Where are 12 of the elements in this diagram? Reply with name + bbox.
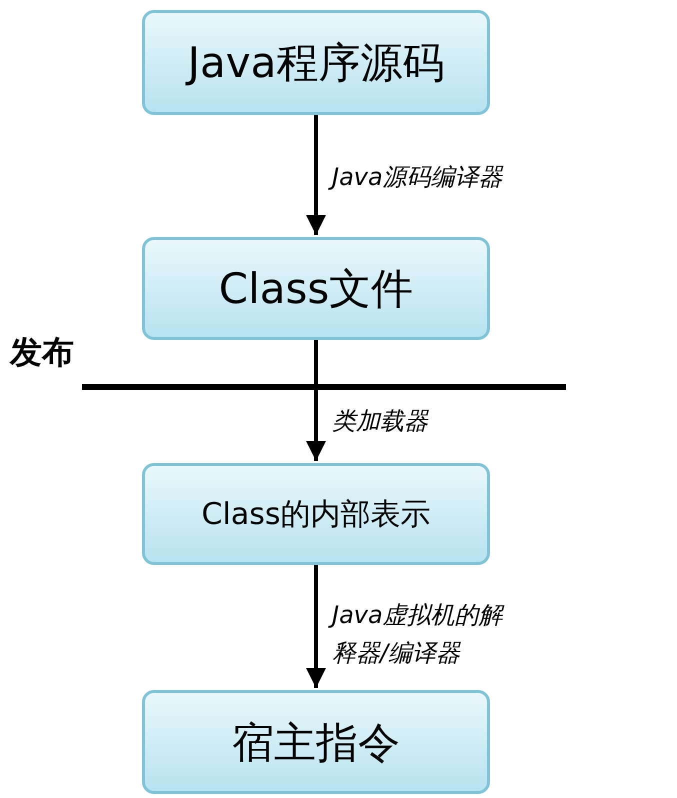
process-box <box>142 463 490 565</box>
arrow <box>306 340 326 461</box>
process-box <box>142 690 490 794</box>
box-label: Java程序源码 <box>188 37 444 89</box>
section-label: 发布 <box>10 332 74 373</box>
arrow <box>306 115 326 235</box>
box-label: Class的内部表示 <box>202 496 430 534</box>
process-box <box>142 10 490 115</box>
box-label: Class文件 <box>218 263 414 315</box>
arrow <box>306 565 326 688</box>
process-box <box>142 237 490 340</box>
box-label: 宿主指令 <box>232 716 400 768</box>
